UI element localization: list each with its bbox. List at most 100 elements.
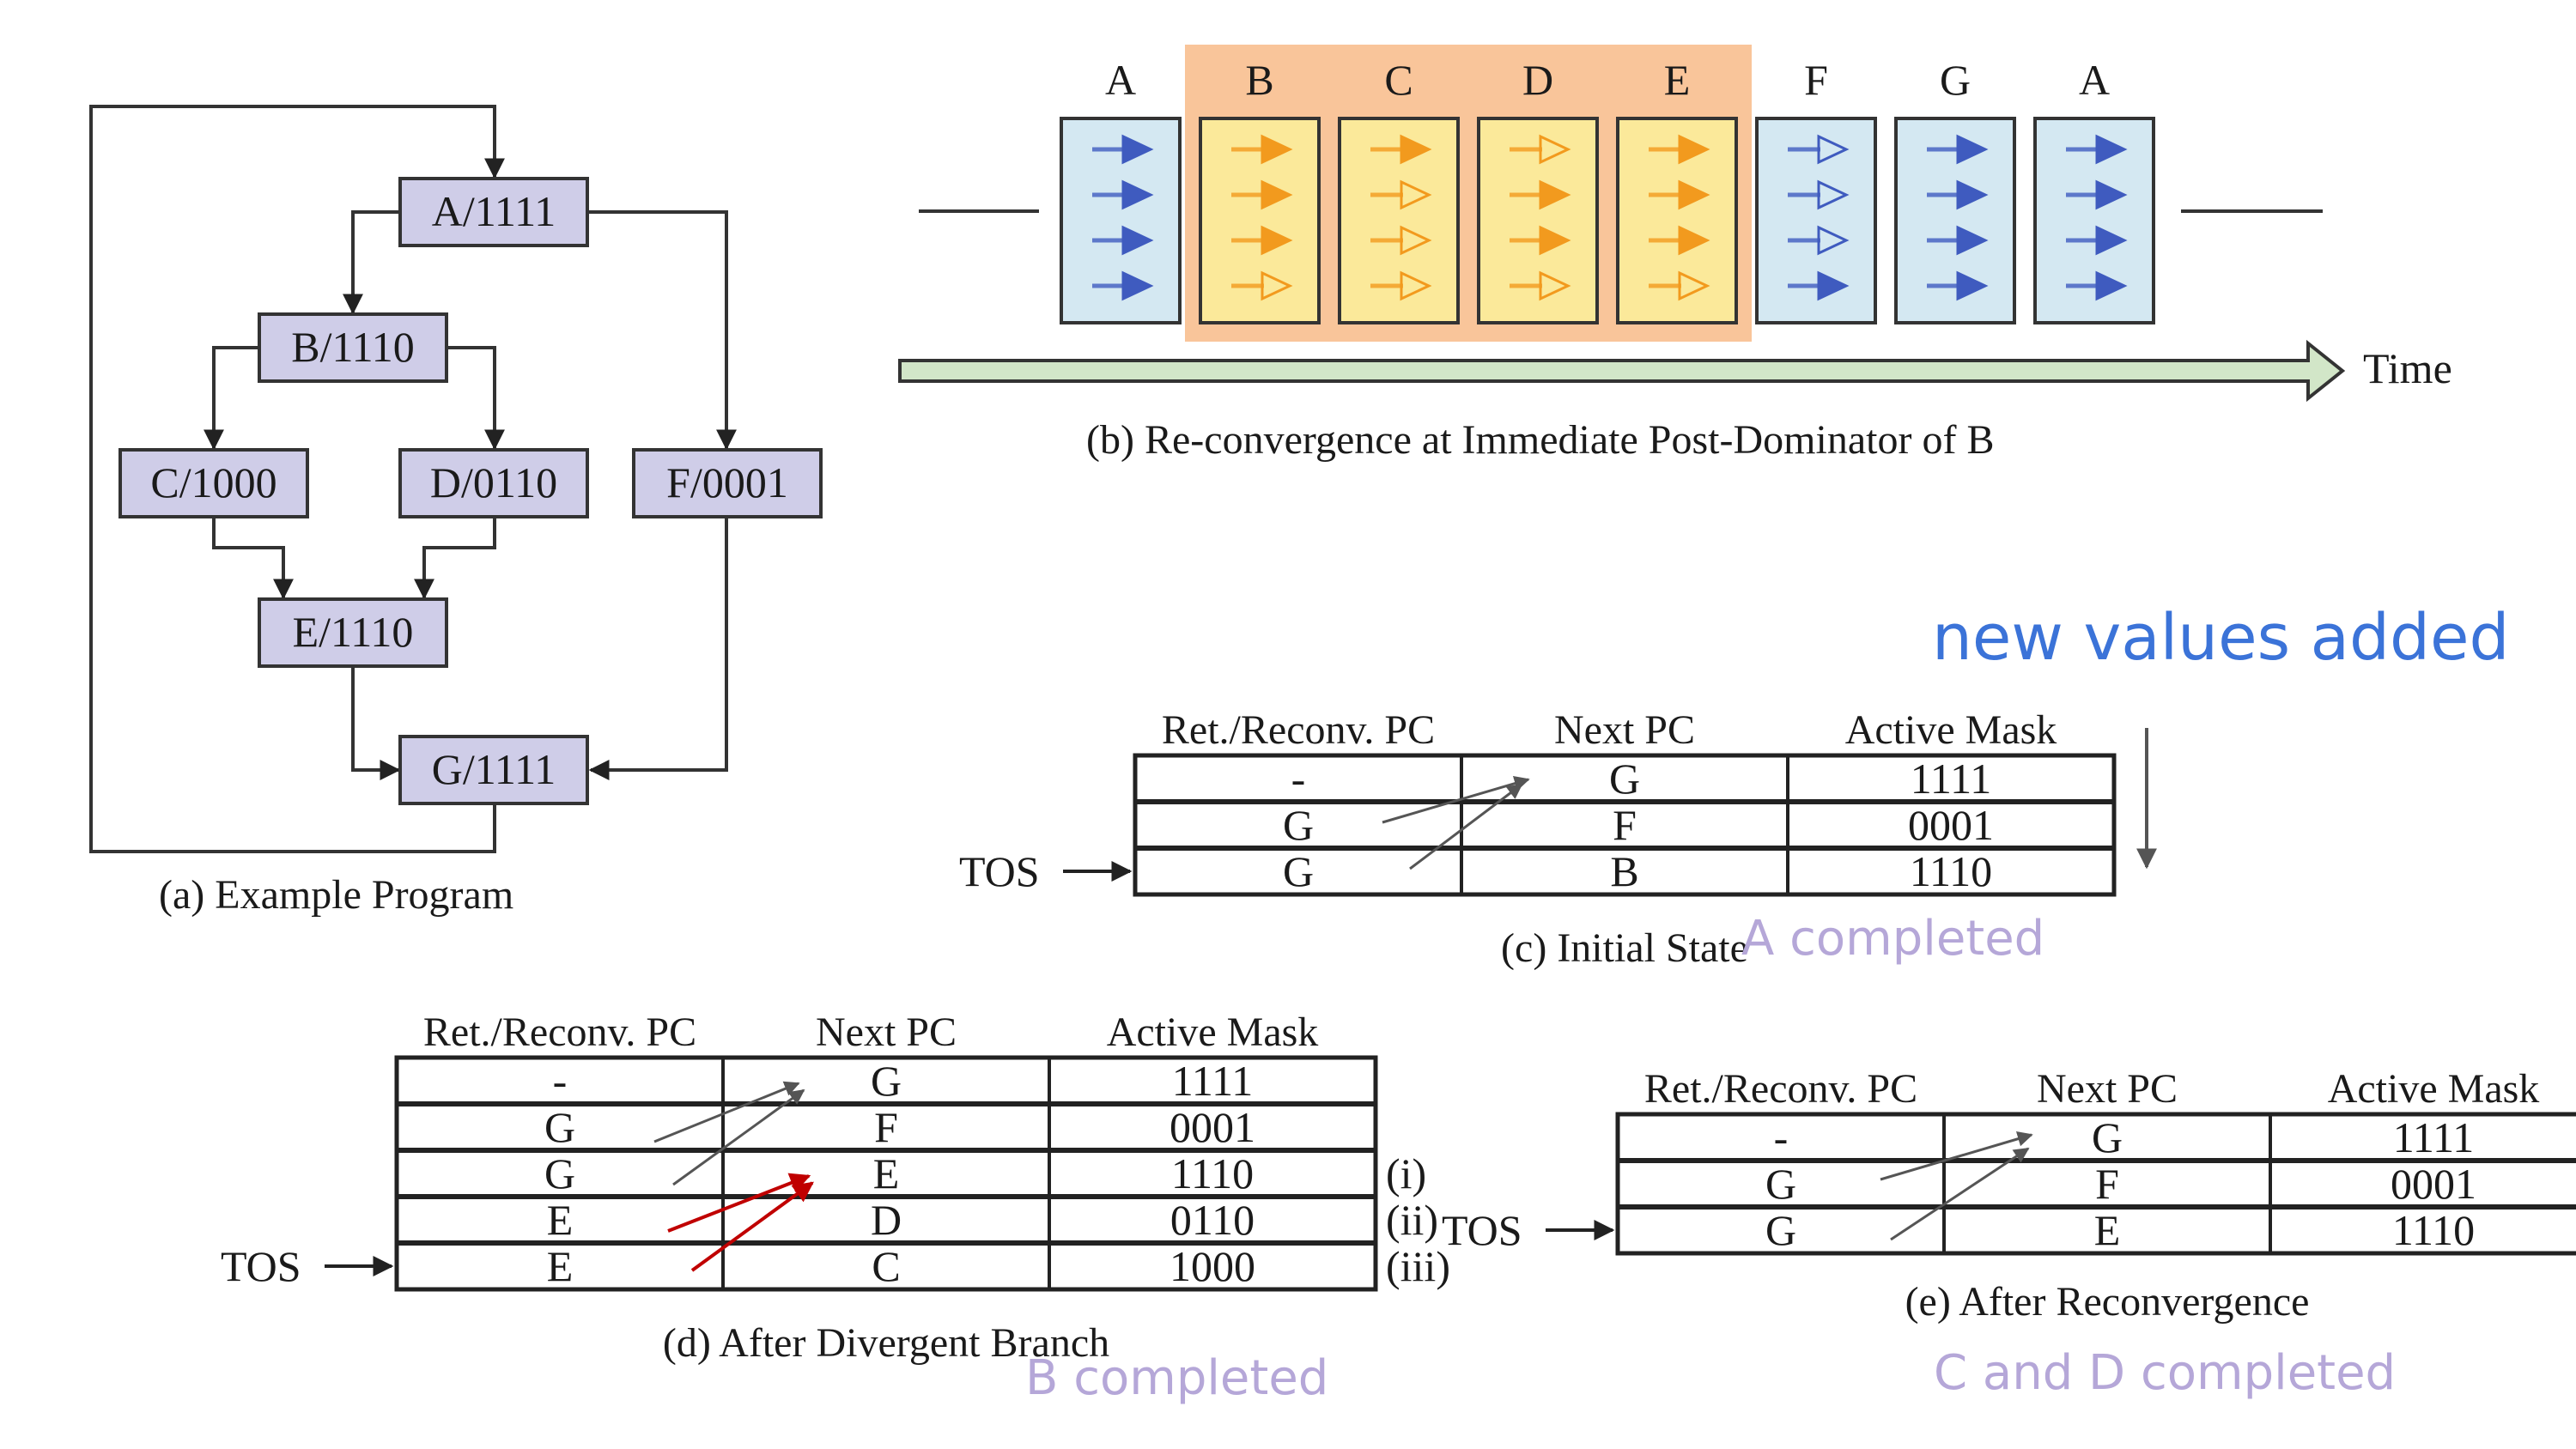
thread-active-icon <box>1121 270 1154 301</box>
thread-active-icon <box>1261 134 1293 165</box>
thread-active-icon <box>1956 134 1989 165</box>
completion-note: B completed <box>1025 1350 1328 1406</box>
table-row: G F 0001 <box>1765 1160 2476 1208</box>
next-pc-cell: F <box>1613 801 1637 849</box>
reconv-pc-cell: G <box>1283 847 1314 895</box>
warp-block-label: G <box>1940 56 1971 104</box>
cfg-node-box <box>632 448 823 518</box>
cfg-edge-b-c <box>204 346 259 451</box>
next-pc-cell: B <box>1610 847 1638 895</box>
next-pc-cell: C <box>872 1242 900 1290</box>
reconv-pc-cell: - <box>553 1057 568 1105</box>
thread-inactive-icon <box>1400 270 1432 301</box>
cfg-edge-a-b <box>343 210 400 315</box>
divergence-pop-arrow <box>667 1173 811 1233</box>
warp-box <box>1894 117 2016 324</box>
reconv-pc-cell: - <box>1291 755 1306 803</box>
next-pc-cell: G <box>2092 1113 2123 1161</box>
tos-label: TOS <box>1442 1206 1522 1254</box>
reconv-pc-cell: G <box>1765 1160 1796 1208</box>
cfg-node-box <box>118 448 309 518</box>
cfg-edges <box>89 105 737 853</box>
warp-box <box>1338 117 1460 324</box>
active-mask-cell: 1111 <box>1172 1057 1253 1105</box>
thread-inactive-icon <box>1817 225 1850 256</box>
cfg-node-a: A/1111 <box>398 177 589 247</box>
thread-active-icon <box>2095 179 2128 210</box>
warp-block-label: B <box>1245 56 1273 104</box>
entry-marker: (ii) <box>1386 1196 1438 1244</box>
thread-active-icon <box>1261 225 1293 256</box>
thread-inactive-icon <box>1261 270 1293 301</box>
cfg-node-box <box>398 448 589 518</box>
next-pc-cell: E <box>2094 1206 2121 1254</box>
entry-marker: (i) <box>1386 1149 1426 1197</box>
thread-active-icon <box>1400 134 1432 165</box>
active-mask-cell: 1111 <box>1911 755 1991 803</box>
warp-box <box>1199 117 1321 324</box>
reconv-pc-cell: - <box>1774 1113 1789 1161</box>
active-mask-cell: 0001 <box>2391 1160 2476 1208</box>
warp-2-c: C <box>1338 56 1460 324</box>
thread-inactive-icon <box>1678 270 1710 301</box>
table-caption: (e) After Reconvergence <box>1905 1279 2310 1325</box>
tos-label: TOS <box>221 1242 301 1290</box>
cfg-node-c: C/1000 <box>118 448 309 518</box>
pop-arrow <box>1382 775 1530 824</box>
figure-b-caption: (b) Re-convergence at Immediate Post-Dom… <box>1086 417 1994 463</box>
table-header: Ret./Reconv. PC <box>423 1009 696 1055</box>
thread-active-icon <box>1121 179 1154 210</box>
warp-box <box>2033 117 2155 324</box>
cfg-node-label: E/1110 <box>293 608 414 656</box>
warp-block-label: E <box>1664 56 1691 104</box>
table-caption: (c) Initial State <box>1501 925 1748 971</box>
cfg-node-g: G/1111 <box>398 735 589 805</box>
completion-note: A completed <box>1741 911 2044 967</box>
thread-inactive-icon <box>1817 134 1850 165</box>
table-header: Active Mask <box>2328 1066 2540 1112</box>
thread-active-icon <box>1956 270 1989 301</box>
table-caption: (d) After Divergent Branch <box>663 1320 1109 1366</box>
thread-active-icon <box>2095 270 2128 301</box>
new-values-note: new values added <box>1932 601 2509 675</box>
thread-active-icon <box>1121 225 1154 256</box>
warp-6-g: G <box>1894 56 2016 324</box>
thread-active-icon <box>1956 179 1989 210</box>
completion-note: C and D completed <box>1934 1345 2396 1401</box>
cfg-node-e: E/1110 <box>258 597 448 668</box>
cfg-node-b: B/1110 <box>258 312 448 383</box>
active-mask-cell: 1110 <box>1171 1149 1254 1197</box>
cfg-node-box <box>258 597 448 668</box>
active-mask-cell: 1110 <box>2392 1206 2475 1254</box>
next-pc-cell: F <box>2095 1160 2119 1208</box>
next-pc-cell: F <box>874 1103 898 1151</box>
table-header: Active Mask <box>1845 707 2057 753</box>
cfg-edge-e-g <box>351 666 401 780</box>
warp-block-label: A <box>2079 56 2110 104</box>
cfg-node-box <box>258 312 448 383</box>
thread-active-icon <box>1121 134 1154 165</box>
cfg-edge-c-e <box>212 517 294 600</box>
cfg-edge-b-d <box>447 346 505 451</box>
table-frame <box>394 1055 1378 1292</box>
warp-5-f: F <box>1755 56 1877 324</box>
table-header: Active Mask <box>1107 1009 1319 1055</box>
warp-1-b: B <box>1199 56 1321 324</box>
warp-block-label: D <box>1522 56 1553 104</box>
cfg-node-label: B/1110 <box>291 323 415 371</box>
next-pc-cell: G <box>871 1057 902 1105</box>
thread-inactive-icon <box>1539 270 1571 301</box>
thread-active-icon <box>2095 225 2128 256</box>
warp-4-e: E <box>1616 56 1738 324</box>
